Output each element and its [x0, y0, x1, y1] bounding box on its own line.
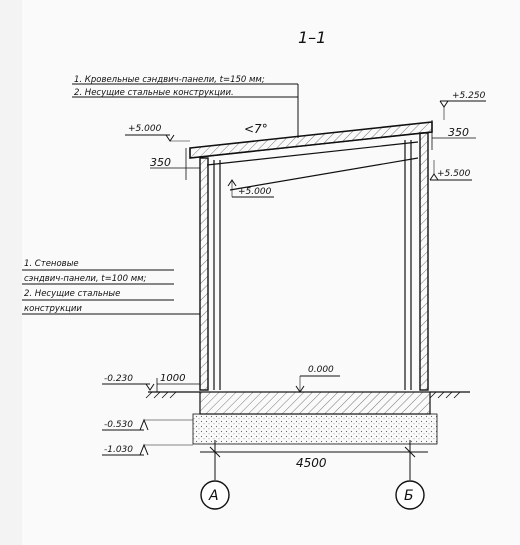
elev-inner-beam: +5.000 — [238, 187, 272, 197]
elev-footing-bottom: -1.030 — [104, 445, 133, 455]
axis-marker-a — [200, 480, 230, 510]
elev-mark-inner-beam — [227, 179, 274, 198]
wall-callout-line4: конструкции — [24, 304, 82, 314]
axis-lines — [200, 440, 428, 480]
footing-width-dim — [156, 378, 200, 392]
elev-mark-top-left — [125, 134, 190, 142]
axis-label-b: Б — [404, 488, 414, 504]
roof-thickness-left: 350 — [150, 156, 171, 169]
axis-label-a: А — [208, 488, 219, 504]
axis-marker-b — [395, 480, 425, 510]
span-dimension: 4500 — [296, 456, 327, 470]
slope-label: <7° — [244, 122, 268, 136]
wall-callout — [22, 269, 200, 315]
ground-hatch — [145, 391, 461, 399]
elev-mark-right-eave — [429, 160, 472, 181]
roof-thickness-left-dim — [150, 148, 200, 180]
elev-mark-ground — [102, 383, 155, 391]
elev-floor: 0.000 — [308, 365, 334, 375]
elev-top-left: +5.000 — [128, 124, 162, 134]
wall-callout-line1: 1. Стеновые — [24, 259, 79, 269]
wall-callout-line2: сэндвич-панели, t=100 мм; — [24, 274, 147, 284]
elev-mark-footing-bottom — [102, 443, 193, 456]
roof-callout — [72, 83, 299, 138]
elev-ground: -0.230 — [104, 374, 133, 384]
elev-right-eave: +5.500 — [437, 169, 471, 179]
roof-thickness-right-dim — [431, 120, 476, 150]
elev-top-right: +5.250 — [452, 91, 486, 101]
elev-mark-footing-top — [102, 418, 193, 431]
footing — [192, 413, 438, 445]
footing-width: 1000 — [160, 373, 185, 384]
floor-slab — [199, 391, 431, 415]
roof-callout-line1: 1. Кровельные сэндвич-панели, t=150 мм; — [74, 75, 265, 85]
right-wall — [404, 132, 429, 391]
elev-mark-floor — [295, 375, 340, 393]
section-title: 1–1 — [298, 28, 326, 47]
wall-callout-line3: 2. Несущие стальные — [24, 289, 120, 299]
elev-footing-top: -0.530 — [104, 420, 133, 430]
elev-mark-top-right — [439, 100, 486, 120]
roof-beam-lower — [229, 157, 419, 191]
left-wall — [199, 157, 221, 391]
roof-thickness-right: 350 — [448, 126, 469, 139]
roof-beam — [206, 141, 419, 166]
roof-callout-line2: 2. Несущие стальные конструкции. — [74, 88, 234, 98]
